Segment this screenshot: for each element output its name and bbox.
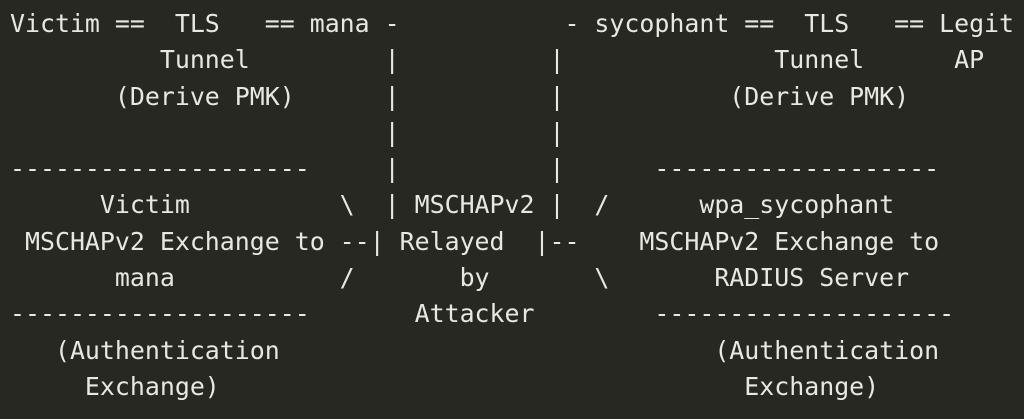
diagram-line-bottom-separators: -------------------- Attacker ----------… (10, 299, 955, 329)
diagram-line-auth-caption-1: (Authentication (Authentication (10, 335, 940, 365)
diagram-line-auth-caption-2: Exchange) Exchange) (10, 371, 880, 401)
diagram-line-exchange-targets: mana / by \ RADIUS Server (10, 263, 910, 293)
ascii-relay-diagram: Victim == TLS == mana - - sycophant == T… (10, 6, 1014, 405)
diagram-line-exchange-relay: MSCHAPv2 Exchange to --| Relayed |-- MSC… (10, 226, 940, 256)
diagram-line-exchange-titles: Victim \ | MSCHAPv2 | / wpa_sycophant (10, 190, 895, 220)
diagram-line-tunnel-labels: Tunnel | | Tunnel AP (10, 45, 985, 75)
diagram-line-derive-pmk: (Derive PMK) | | (Derive PMK) (10, 81, 910, 111)
diagram-line-top-connections: Victim == TLS == mana - - sycophant == T… (10, 9, 1015, 38)
diagram-line-vertical-connectors: | | (10, 117, 565, 147)
diagram-line-top-separators: -------------------- | | ---------------… (10, 154, 940, 184)
